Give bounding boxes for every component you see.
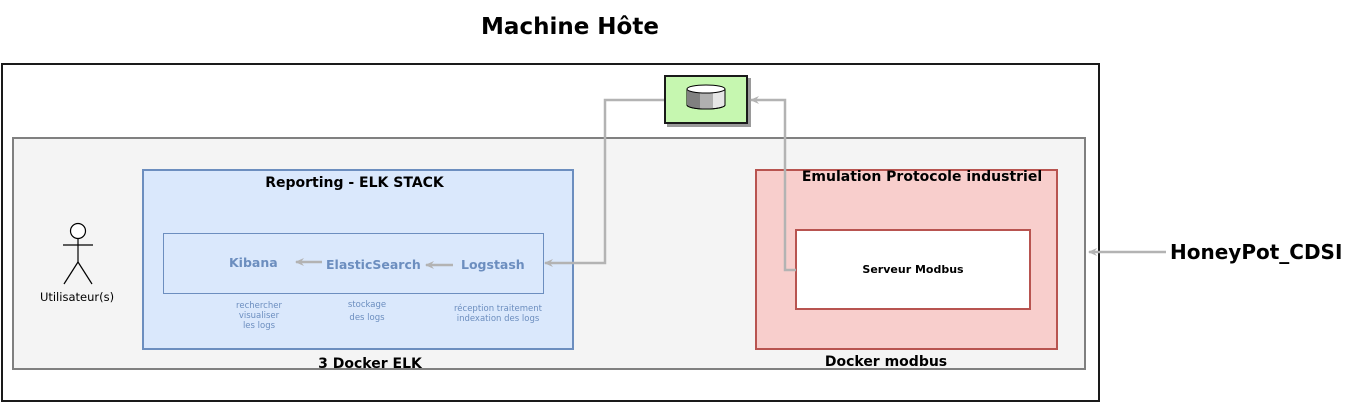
elasticsearch-description: stockage des logs (347, 300, 387, 323)
actor-label: Utilisateur(s) (39, 290, 115, 304)
kibana-description: rechercher visualiser les logs (236, 301, 282, 331)
kibana-label: Kibana (229, 255, 278, 270)
honeypot-label: HoneyPot_CDSI (1170, 240, 1343, 264)
actor-icon (60, 222, 96, 286)
elk-docker-caption: 3 Docker ELK (318, 356, 422, 372)
logstash-label: Logstash (461, 257, 525, 272)
elasticsearch-label: ElasticSearch (326, 257, 421, 272)
db-to-logstash-connector (544, 98, 664, 267)
diagram-title: Machine Hôte (481, 14, 659, 40)
database-icon (686, 84, 726, 110)
modbus-docker-caption: Docker modbus (824, 354, 948, 370)
modbus-title: Emulation Protocole industriel (801, 169, 1043, 185)
logstash-description: réception traitement indexation des logs (453, 304, 542, 324)
modbus-server-box: Serveur Modbus (795, 229, 1031, 310)
modbus-to-db-connector (750, 96, 796, 272)
elk-components-box (163, 233, 544, 294)
elk-stack-title: Reporting - ELK STACK (265, 175, 444, 191)
shared-storage-box (664, 75, 748, 124)
